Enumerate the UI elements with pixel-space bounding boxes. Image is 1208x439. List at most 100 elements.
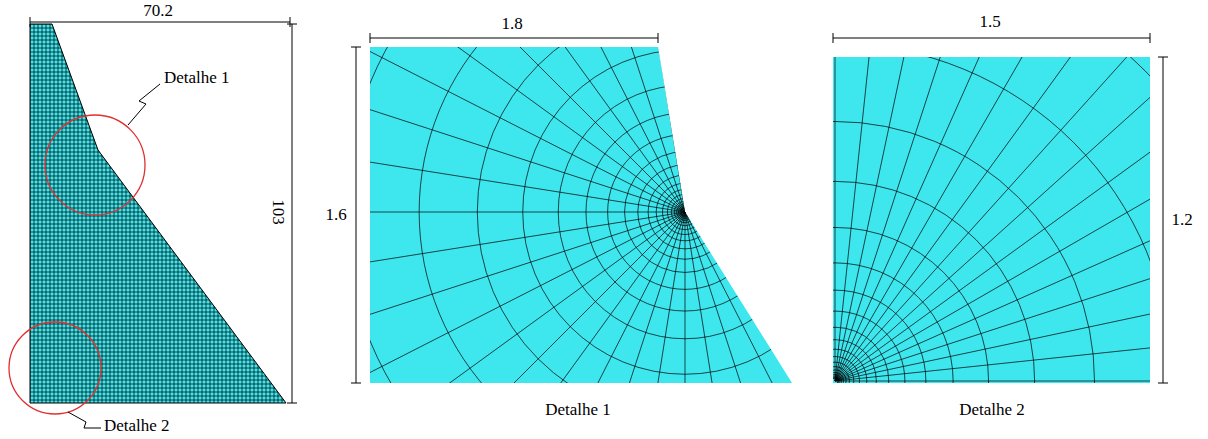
- mesh-arc: [523, 50, 848, 375]
- mesh-line: [94, 24, 95, 403]
- mesh-arc: [833, 378, 838, 383]
- mesh-line: [30, 372, 290, 373]
- mesh-line: [685, 212, 1180, 439]
- mesh-line: [30, 160, 290, 161]
- mesh-line: [19, 0, 685, 212]
- mesh-arc: [833, 57, 1150, 383]
- mesh-line: [30, 236, 290, 237]
- mesh-arc: [833, 57, 1150, 383]
- mesh-arc: [662, 189, 707, 234]
- mesh-line: [190, 0, 685, 212]
- mesh-line: [685, 212, 1208, 322]
- mesh-line: [835, 318, 1150, 381]
- mesh-line: [30, 380, 290, 381]
- detail-1-region: [370, 47, 792, 383]
- mesh-line: [30, 176, 290, 177]
- mesh-line: [34, 24, 35, 403]
- mesh-line: [46, 24, 47, 403]
- mesh-line: [30, 172, 290, 173]
- mesh-line: [30, 296, 290, 297]
- mesh-line: [30, 200, 290, 201]
- mesh-line: [30, 52, 290, 53]
- mesh-line: [30, 224, 290, 225]
- mesh-line: [50, 24, 51, 403]
- mesh-line: [30, 128, 290, 129]
- mesh-line: [30, 260, 290, 261]
- mesh-line: [30, 316, 290, 317]
- mesh-line: [685, 212, 795, 439]
- mesh-arc: [681, 208, 689, 216]
- mesh-arc: [833, 227, 989, 383]
- mesh-line: [74, 24, 75, 403]
- mesh-arc: [833, 370, 846, 383]
- mesh-line: [62, 24, 63, 403]
- mesh-line: [154, 24, 155, 403]
- dimension-lines: [30, 17, 1168, 403]
- mesh-line: [30, 272, 290, 273]
- mesh-line: [30, 288, 290, 289]
- mesh-line: [126, 24, 127, 403]
- mesh-line: [835, 57, 1150, 381]
- mesh-line: [258, 24, 259, 403]
- mesh-line: [30, 136, 290, 137]
- caption-label: Detalhe 2: [959, 400, 1025, 420]
- mesh-line: [254, 24, 255, 403]
- dimension-label: 1.2: [1171, 210, 1192, 230]
- mesh-line: [30, 244, 290, 245]
- mesh-line: [835, 57, 1150, 381]
- mesh-line: [98, 24, 99, 403]
- mesh-arc: [833, 327, 889, 383]
- mesh-line: [30, 192, 290, 193]
- mesh-line: [30, 376, 290, 377]
- mesh-arc: [667, 194, 702, 229]
- mesh-line: [30, 364, 290, 365]
- mesh-line: [30, 144, 290, 145]
- dam-mesh: [30, 24, 290, 403]
- mesh-line: [835, 57, 1079, 381]
- mesh-line: [250, 24, 251, 403]
- mesh-line: [30, 116, 290, 117]
- mesh-line: [685, 0, 901, 212]
- mesh-line: [30, 112, 290, 113]
- mesh-arc: [249, 0, 1120, 439]
- mesh-arc: [477, 4, 892, 419]
- dimension-label: 1.8: [501, 14, 522, 34]
- mesh-line: [242, 24, 243, 403]
- callout-label: Detalhe 2: [104, 416, 170, 436]
- mesh-line: [30, 348, 290, 349]
- dimension-label: 103: [268, 199, 288, 225]
- mesh-line: [30, 108, 290, 109]
- mesh-line: [30, 196, 290, 197]
- mesh-line: [30, 48, 290, 49]
- mesh-line: [102, 24, 103, 403]
- mesh-arc: [833, 357, 859, 383]
- mesh-line: [30, 300, 290, 301]
- mesh-line: [835, 57, 836, 381]
- mesh-line: [30, 88, 290, 89]
- mesh-line: [30, 100, 290, 101]
- mesh-line: [30, 352, 290, 353]
- mesh-line: [30, 336, 290, 337]
- dimension-label: 1.6: [325, 205, 346, 225]
- mesh-line: [30, 96, 290, 97]
- mesh-line: [685, 212, 1003, 439]
- mesh-line: [30, 156, 290, 157]
- mesh-line: [274, 212, 685, 439]
- mesh-line: [30, 24, 290, 25]
- mesh-arc: [625, 152, 746, 273]
- mesh-line: [30, 92, 290, 93]
- mesh-line: [835, 57, 960, 381]
- mesh-line: [685, 0, 795, 212]
- mesh-line: [118, 24, 119, 403]
- mesh-line: [685, 212, 1208, 213]
- mesh-line: [230, 24, 231, 403]
- mesh-line: [30, 248, 290, 249]
- mesh-line: [42, 24, 43, 403]
- mesh-line: [30, 388, 290, 389]
- mesh-line: [685, 212, 1208, 439]
- mesh-line: [30, 232, 290, 233]
- mesh-line: [30, 44, 290, 45]
- mesh-line: [30, 400, 290, 401]
